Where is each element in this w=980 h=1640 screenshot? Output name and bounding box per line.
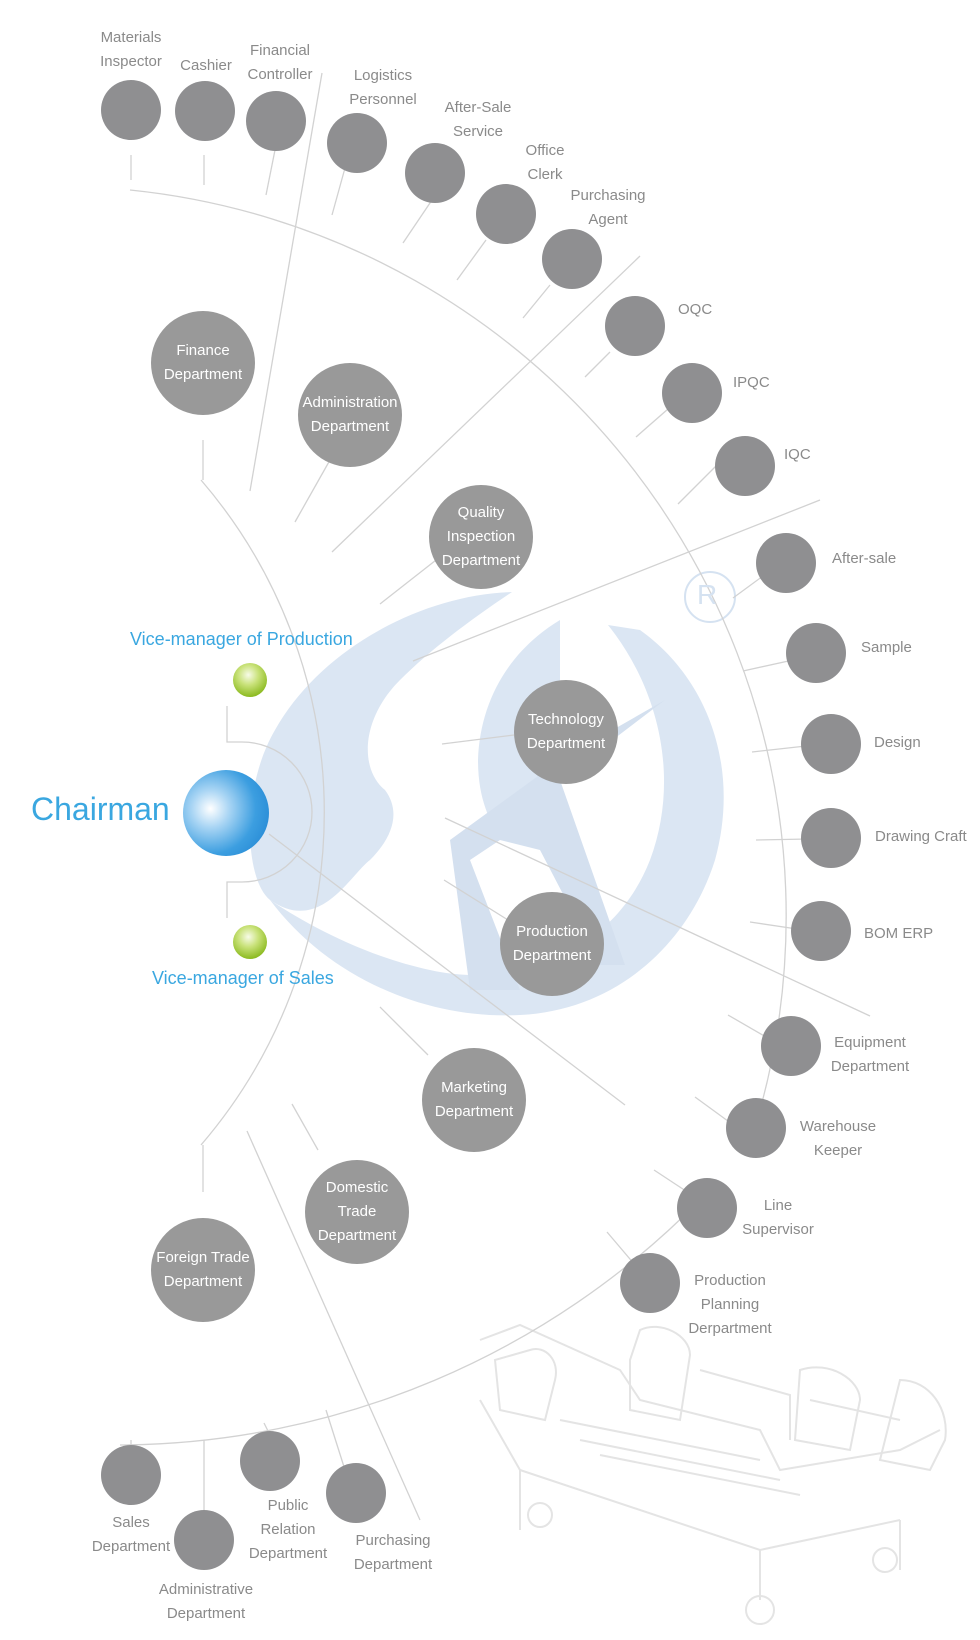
quality-inspection-department-node[interactable]: Quality Inspection Department [429, 485, 533, 589]
office-clerk-label: Office Clerk [525, 142, 565, 183]
financial-controller-node[interactable] [246, 91, 306, 151]
bom-erp-node[interactable] [791, 901, 851, 961]
chairman-node[interactable] [183, 770, 269, 856]
design-node[interactable] [801, 714, 861, 774]
registered-mark: R [697, 579, 718, 610]
administrative-department-label: Administrative Department [158, 1581, 254, 1622]
purchasing-department-label: Purchasing Department [353, 1532, 433, 1573]
materials-inspector-node[interactable] [101, 80, 161, 140]
vice-manager-production-label: Vice-manager of Production [130, 629, 353, 649]
bom-erp-label: BOM ERP [864, 925, 934, 942]
equipment-department-node[interactable] [761, 1016, 821, 1076]
drawing-craft-node[interactable] [801, 808, 861, 868]
design-label: Design [874, 734, 921, 751]
technology-department-node[interactable]: Technology Department [514, 680, 618, 784]
equipment-department-label: Equipment Department [830, 1034, 910, 1075]
purchasing-agent-label: Purchasing Agent [570, 187, 646, 228]
vice-manager-production-node[interactable] [233, 663, 267, 697]
purchasing-agent-node[interactable] [542, 229, 602, 289]
iqc-node[interactable] [715, 436, 775, 496]
watermark-logo [250, 592, 724, 1016]
financial-controller-label: Financial Controller [247, 42, 313, 83]
materials-inspector-label: Materials Inspector [100, 29, 162, 70]
foreign-trade-department-node[interactable]: Foreign Trade Department [151, 1218, 255, 1322]
production-department-node[interactable]: Production Department [500, 892, 604, 996]
warehouse-keeper-label: Warehouse Keeper [799, 1118, 877, 1159]
administrative-department-node[interactable] [174, 1510, 234, 1570]
marketing-department-node[interactable]: Marketing Department [422, 1048, 526, 1152]
finance-department-node[interactable]: Finance Department [151, 311, 255, 415]
vice-manager-sales-label: Vice-manager of Sales [152, 968, 334, 988]
after-sale-label: After-sale [832, 550, 897, 567]
production-planning-node[interactable] [620, 1253, 680, 1313]
sample-label: Sample [861, 639, 912, 656]
sales-department-label: Sales Department [91, 1514, 171, 1555]
line-supervisor-label: Line Supervisor [742, 1197, 814, 1238]
logistics-personnel-node[interactable] [327, 113, 387, 173]
purchasing-department-node[interactable] [326, 1463, 386, 1523]
vice-manager-sales-node[interactable] [233, 925, 267, 959]
cashier-label: Cashier [180, 57, 232, 74]
iqc-label: IQC [784, 446, 811, 463]
oqc-node[interactable] [605, 296, 665, 356]
after-sale-service-node[interactable] [405, 143, 465, 203]
after-sale-node[interactable] [756, 533, 816, 593]
warehouse-keeper-node[interactable] [726, 1098, 786, 1158]
line-supervisor-node[interactable] [677, 1178, 737, 1238]
administration-department-node[interactable]: Administration Department [298, 363, 402, 467]
sample-node[interactable] [786, 623, 846, 683]
public-relation-department-label: Public Relation Department [248, 1497, 328, 1562]
production-planning-label: Production Planning Derpartment [688, 1272, 772, 1337]
oqc-label: OQC [678, 301, 713, 318]
ipqc-node[interactable] [662, 363, 722, 423]
sales-department-node[interactable] [101, 1445, 161, 1505]
domestic-trade-department-node[interactable]: Domestic Trade Department [305, 1160, 409, 1264]
logistics-personnel-label: Logistics Personnel [349, 67, 417, 108]
cashier-node[interactable] [175, 81, 235, 141]
office-clerk-node[interactable] [476, 184, 536, 244]
public-relation-department-node[interactable] [240, 1431, 300, 1491]
chairman-label: Chairman [31, 791, 170, 827]
after-sale-service-label: After-Sale Service [444, 99, 512, 140]
hospital-bed-sketch [479, 1323, 947, 1625]
ipqc-label: IPQC [733, 374, 770, 391]
drawing-craft-label: Drawing Craft [875, 828, 967, 845]
